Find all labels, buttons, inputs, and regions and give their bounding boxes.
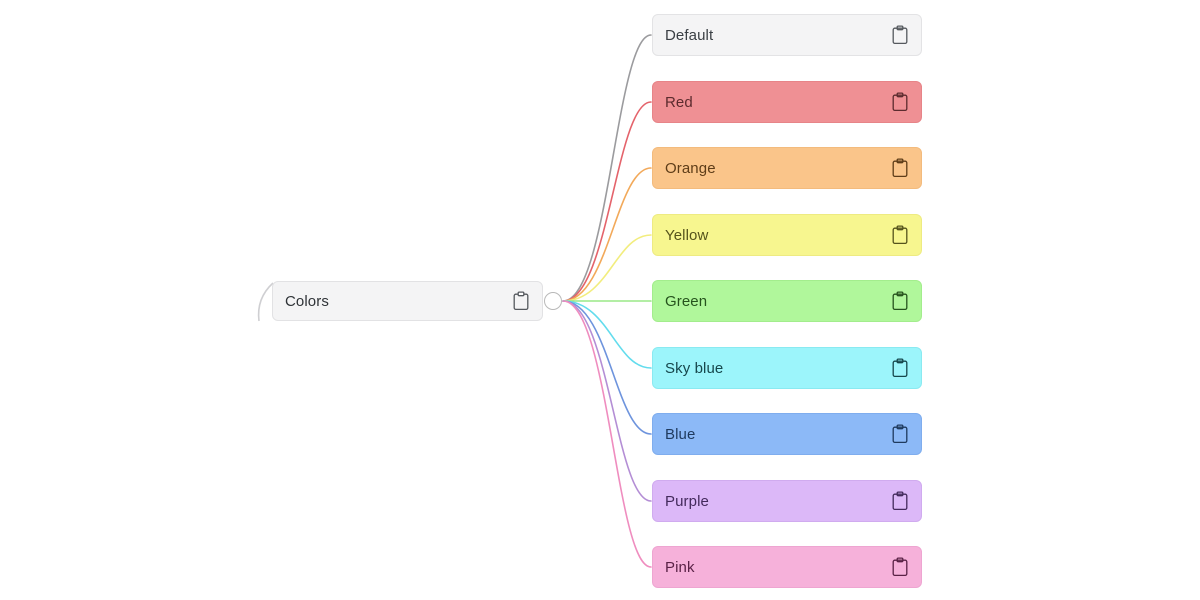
node-label: Green [665,293,708,309]
clipboard-icon[interactable] [891,424,909,444]
mindmap-node-pink[interactable]: Pink [652,546,922,588]
mindmap-node-yellow[interactable]: Yellow [652,214,922,256]
clipboard-icon[interactable] [891,557,909,577]
edge-to-blue [562,300,652,435]
edge-to-default [562,34,652,302]
node-label: Red [665,94,693,110]
node-label: Yellow [665,227,709,243]
mindmap-node-orange[interactable]: Orange [652,147,922,189]
mindmap-node-purple[interactable]: Purple [652,480,922,522]
mindmap-node-red[interactable]: Red [652,81,922,123]
mindmap-node-blue[interactable]: Blue [652,413,922,455]
node-label: Default [665,27,714,43]
collapse-toggle-handle[interactable] [544,292,562,310]
node-label: Colors [285,293,329,309]
clipboard-icon[interactable] [891,92,909,112]
clipboard-icon[interactable] [891,225,909,245]
clipboard-icon[interactable] [891,491,909,511]
mindmap-node-green[interactable]: Green [652,280,922,322]
edge-to-yellow [562,234,652,302]
mindmap-node-sky-blue[interactable]: Sky blue [652,347,922,389]
node-label: Purple [665,493,709,509]
edge-to-orange [562,167,652,302]
clipboard-icon[interactable] [891,291,909,311]
node-label: Sky blue [665,360,724,376]
clipboard-icon[interactable] [891,25,909,45]
mindmap-node-root[interactable]: Colors [272,281,543,321]
edge-to-red [562,101,652,302]
clipboard-icon[interactable] [512,291,530,311]
node-label: Blue [665,426,696,442]
edge-to-pink [562,300,652,568]
clipboard-icon[interactable] [891,358,909,378]
edge-to-sky-blue [562,300,652,369]
edge-parent-stub [257,282,274,322]
mindmap-node-default[interactable]: Default [652,14,922,56]
node-label: Pink [665,559,695,575]
clipboard-icon[interactable] [891,158,909,178]
edge-to-purple [562,300,652,502]
node-label: Orange [665,160,716,176]
